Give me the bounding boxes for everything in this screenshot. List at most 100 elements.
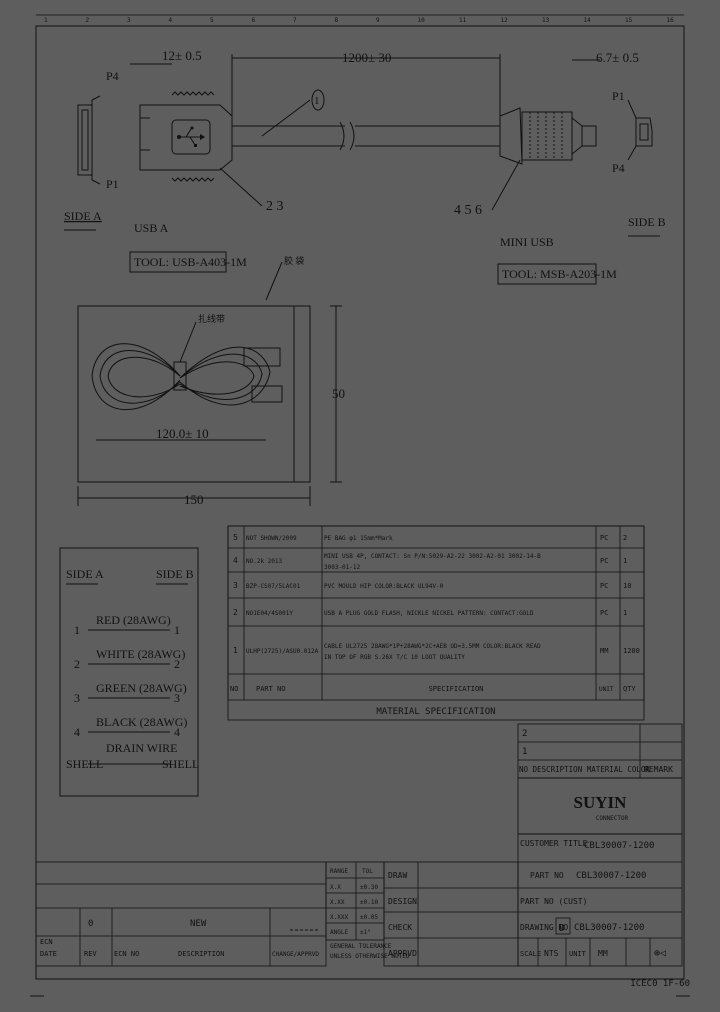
bom-no: 3 — [233, 581, 238, 590]
bom-spec-cont: 3003-01-12 — [324, 564, 361, 571]
mini-usb-body — [521, 111, 573, 161]
mini-usb-tool: TOOL: MSB-A203-1M — [502, 267, 617, 281]
wire-pin-right: 2 — [174, 657, 180, 671]
tol-value: ±0.10 — [360, 899, 378, 906]
wire-color-label: WHITE (28AWG) — [96, 647, 185, 661]
drawing-no-label: DRAWING NO — [520, 923, 568, 932]
top-tick-label: 6 — [252, 17, 256, 24]
bom-unit: PC — [600, 557, 608, 565]
bom-qty: 1 — [623, 557, 627, 565]
unless-note: UNLESS OTHERWISE NOTED — [330, 953, 410, 960]
usb-a-face-inner — [81, 109, 89, 171]
change-head-desc: DESCRIPTION — [178, 950, 224, 958]
bom-part: NO.2k 2013 — [246, 558, 283, 565]
bom-part: NOT SHOWN/2009 — [246, 535, 297, 542]
bom-qty: 1 — [623, 609, 627, 617]
shell-right: SHELL — [162, 757, 199, 771]
top-tick-label: 3 — [127, 17, 131, 24]
pe-bag-outline — [77, 305, 311, 483]
bom-head-qty: QTY — [623, 685, 636, 693]
cable-break-symbol — [339, 121, 355, 151]
top-tick-label: 4 — [169, 17, 173, 24]
change-head-apprvd: CHANGE/APPRVD — [272, 951, 319, 958]
bom-spec: PE BAG φ1 15mm*Mark — [324, 535, 393, 542]
top-tick-label: 11 — [459, 17, 467, 24]
wire-pin-right: 3 — [174, 691, 180, 705]
tol-value: ±0.05 — [360, 914, 378, 921]
shell-left: SHELL — [66, 757, 103, 771]
part-no-value: CBL30007-1200 — [576, 871, 646, 881]
projection-icon: ⊕◁ — [654, 948, 666, 959]
unit-value: MM — [598, 949, 608, 958]
wire-pin-left: 3 — [74, 691, 80, 705]
bom-part: NO1E04/4S001Y — [246, 610, 293, 617]
customer-label: CUSTOMER TITLE — [520, 839, 588, 848]
mini-usb-label: MINI USB — [500, 235, 554, 249]
mini-usb-nose — [571, 117, 583, 155]
tol-head-range: RANGE — [330, 868, 348, 875]
top-tick-label: 14 — [584, 17, 592, 24]
pack-label-leader — [265, 261, 283, 301]
wire-pin-left: 1 — [74, 623, 80, 637]
general-tol: GENERAL TOLERANCE — [330, 943, 392, 950]
part-no-label: PART NO — [530, 871, 564, 880]
bom-no: 4 — [233, 556, 238, 565]
pin-p4-left: P4 — [106, 69, 119, 83]
bom-no: 5 — [233, 533, 238, 542]
company-sub: CONNECTOR — [596, 815, 629, 822]
revision-header: NO DESCRIPTION MATERIAL COLOR — [519, 765, 650, 774]
bom-part: BZP-CS07/5LAC01 — [246, 583, 301, 590]
revision-row-2: 2 — [522, 729, 527, 739]
bom-head-spec: SPECIFICATION — [429, 685, 484, 693]
packaging-drawing: 胶 袋 扎线带 120.0± 10 150 50 — [77, 255, 345, 507]
bom-spec: CABLE UL2725 28AWG*1P+28AWG*2C+AEB OD=3.… — [324, 643, 541, 650]
tol-range: X.X — [330, 884, 341, 891]
wire-color-label: RED (28AWG) — [96, 613, 171, 627]
dim-length-text: 1200± 30 — [342, 50, 391, 65]
mini-usb-end-view — [635, 117, 653, 147]
rev-value: D — [559, 923, 565, 934]
callout-1-text: 1 — [314, 95, 320, 107]
usb-a-face — [77, 104, 93, 176]
bom-unit: PC — [600, 609, 608, 617]
top-tick-label: 9 — [376, 17, 380, 24]
top-tick-label: 1 — [44, 17, 48, 24]
bom-spec: USB A PLUG GOLD FLASH, NICKLE NICKEL PAT… — [324, 610, 534, 617]
callout-1-leader — [261, 99, 311, 137]
part-no-cust: PART NO (CUST) — [520, 897, 587, 906]
tol-range: ANGLE — [330, 929, 348, 936]
mini-usb-end-inner — [639, 123, 649, 141]
wiring-side-b: SIDE B — [156, 567, 194, 581]
top-tick-label: 13 — [542, 17, 550, 24]
top-tick-label: 2 — [86, 17, 90, 24]
top-tick-label: 12 — [501, 17, 509, 24]
usb-a-tool: TOOL: USB-A403-1M — [134, 255, 247, 269]
callout-23-leader — [219, 167, 263, 207]
top-tick-label: 7 — [293, 17, 297, 24]
coil-usb-a — [243, 347, 281, 367]
bom-unit: MM — [600, 647, 608, 655]
scale-label: SCALE — [520, 950, 541, 958]
tol-value: ±0.30 — [360, 884, 378, 891]
top-tick-label: 8 — [335, 17, 339, 24]
tol-range: X.XXX — [330, 914, 348, 921]
bom-spec-cont: IN TOP OF RGB S.26X T/C 10 LOOT QUALITY — [324, 654, 465, 661]
pin-p1-left: P1 — [106, 177, 119, 191]
wire-pin-left: 4 — [74, 725, 80, 739]
mini-usb-grip — [529, 112, 563, 160]
draw-label: DRAW — [388, 871, 407, 880]
tol-value: ±1° — [360, 929, 371, 936]
usb-logo-box — [171, 119, 211, 155]
title-block: SUYIN CONNECTOR CUSTOMER TITLE CBL30007-… — [35, 777, 683, 967]
wiring-frame — [59, 547, 199, 797]
mini-usb-strain-relief — [499, 107, 523, 165]
bom-head-part: PART NO — [256, 685, 286, 693]
side-a-label: SIDE A — [64, 209, 102, 223]
coil-dim-text: 120.0± 10 — [156, 426, 209, 441]
cable-assembly-drawing: P4 P1 P1 — [64, 48, 666, 285]
bom-no: 2 — [233, 608, 238, 617]
bom-qty: 10 — [623, 582, 631, 590]
bom-material-title: MATERIAL SPECIFICATION — [376, 707, 495, 717]
